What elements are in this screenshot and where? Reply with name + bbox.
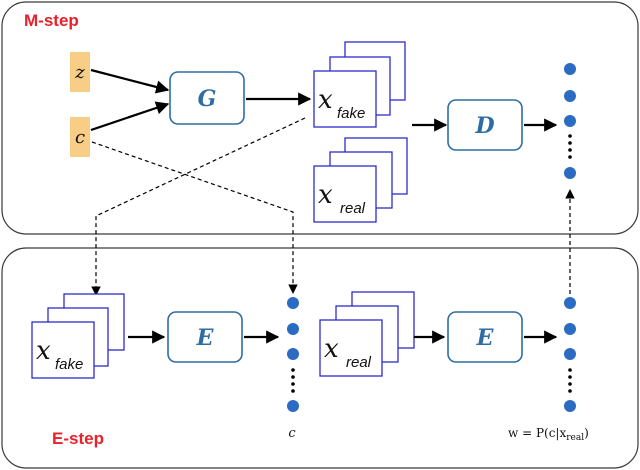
w-output-dot — [564, 400, 576, 412]
ellipsis-dot — [291, 368, 295, 372]
c-input-label: c — [75, 127, 85, 148]
c-output-label: c — [288, 426, 296, 441]
d-output-dot — [564, 167, 576, 179]
ellipsis-dot — [568, 155, 572, 159]
w-label-sub: real — [566, 433, 584, 443]
ellipsis-dot — [291, 375, 295, 379]
xfake-e-card-front — [31, 321, 95, 379]
z-to-g-arrow — [90, 68, 170, 94]
z-input-box — [70, 52, 90, 92]
generator-box — [169, 71, 245, 125]
c-to-g-arrow — [90, 101, 170, 132]
ellipsis-dot — [568, 375, 572, 379]
c-output-dot — [287, 323, 299, 335]
w-output-dot — [564, 323, 576, 335]
xfake-e-subscript: fake — [55, 356, 83, 373]
w-label-lhs: w = P(c|x — [508, 426, 566, 440]
ellipsis-dot — [568, 368, 572, 372]
encoder-label-real: E — [476, 325, 495, 351]
xfake-symbol: x — [318, 85, 333, 115]
discriminator-box — [447, 99, 523, 151]
w-label-rhs: ) — [584, 426, 589, 440]
w-output-label: w = P(c|xreal) — [508, 426, 589, 443]
c-output-dot — [287, 348, 299, 360]
xreal-e-subscript: real — [346, 354, 372, 371]
xfake-stack-m: x fake — [313, 41, 406, 128]
generator-label: G — [198, 86, 217, 112]
xreal-card-front — [313, 165, 377, 223]
c-output-dot — [287, 400, 299, 412]
c-input-box — [70, 117, 90, 157]
ellipsis-dot — [568, 141, 572, 145]
xfake-stack-e: x fake — [31, 293, 125, 379]
encoder-label-fake: E — [196, 325, 215, 351]
e-step-label: E-step — [52, 429, 104, 448]
d-output-dot — [564, 90, 576, 102]
ellipsis-dot — [291, 389, 295, 393]
xfake-card-front — [313, 70, 377, 128]
d-output-dot — [564, 115, 576, 127]
xreal-e-symbol: x — [324, 334, 339, 364]
d-output-column — [564, 63, 576, 179]
c-output-column — [287, 297, 299, 412]
discriminator-label: D — [474, 113, 494, 139]
w-output-dot — [564, 348, 576, 360]
z-input-label: z — [74, 62, 85, 83]
w-output-column — [564, 297, 576, 412]
m-step-label: M-step — [24, 11, 79, 30]
encoder-box-fake — [167, 311, 243, 363]
ellipsis-dot — [568, 134, 572, 138]
w-output-dot — [564, 297, 576, 309]
ellipsis-dot — [568, 382, 572, 386]
xreal-stack-e: x real — [319, 291, 415, 377]
ellipsis-dot — [291, 382, 295, 386]
xreal-symbol: x — [318, 180, 333, 210]
d-output-dot — [564, 63, 576, 75]
c-to-e-step-dashed — [91, 141, 298, 294]
ellipsis-dot — [568, 148, 572, 152]
xfake-to-e-step-dashed — [91, 117, 306, 296]
encoder-box-real — [447, 311, 523, 363]
xreal-stack-m: x real — [313, 137, 408, 223]
xfake-e-symbol: x — [36, 336, 51, 366]
xreal-e-card-front — [319, 319, 383, 377]
xfake-subscript: fake — [337, 105, 365, 122]
ellipsis-dot — [568, 389, 572, 393]
c-output-dot — [287, 297, 299, 309]
xreal-subscript: real — [340, 200, 366, 217]
